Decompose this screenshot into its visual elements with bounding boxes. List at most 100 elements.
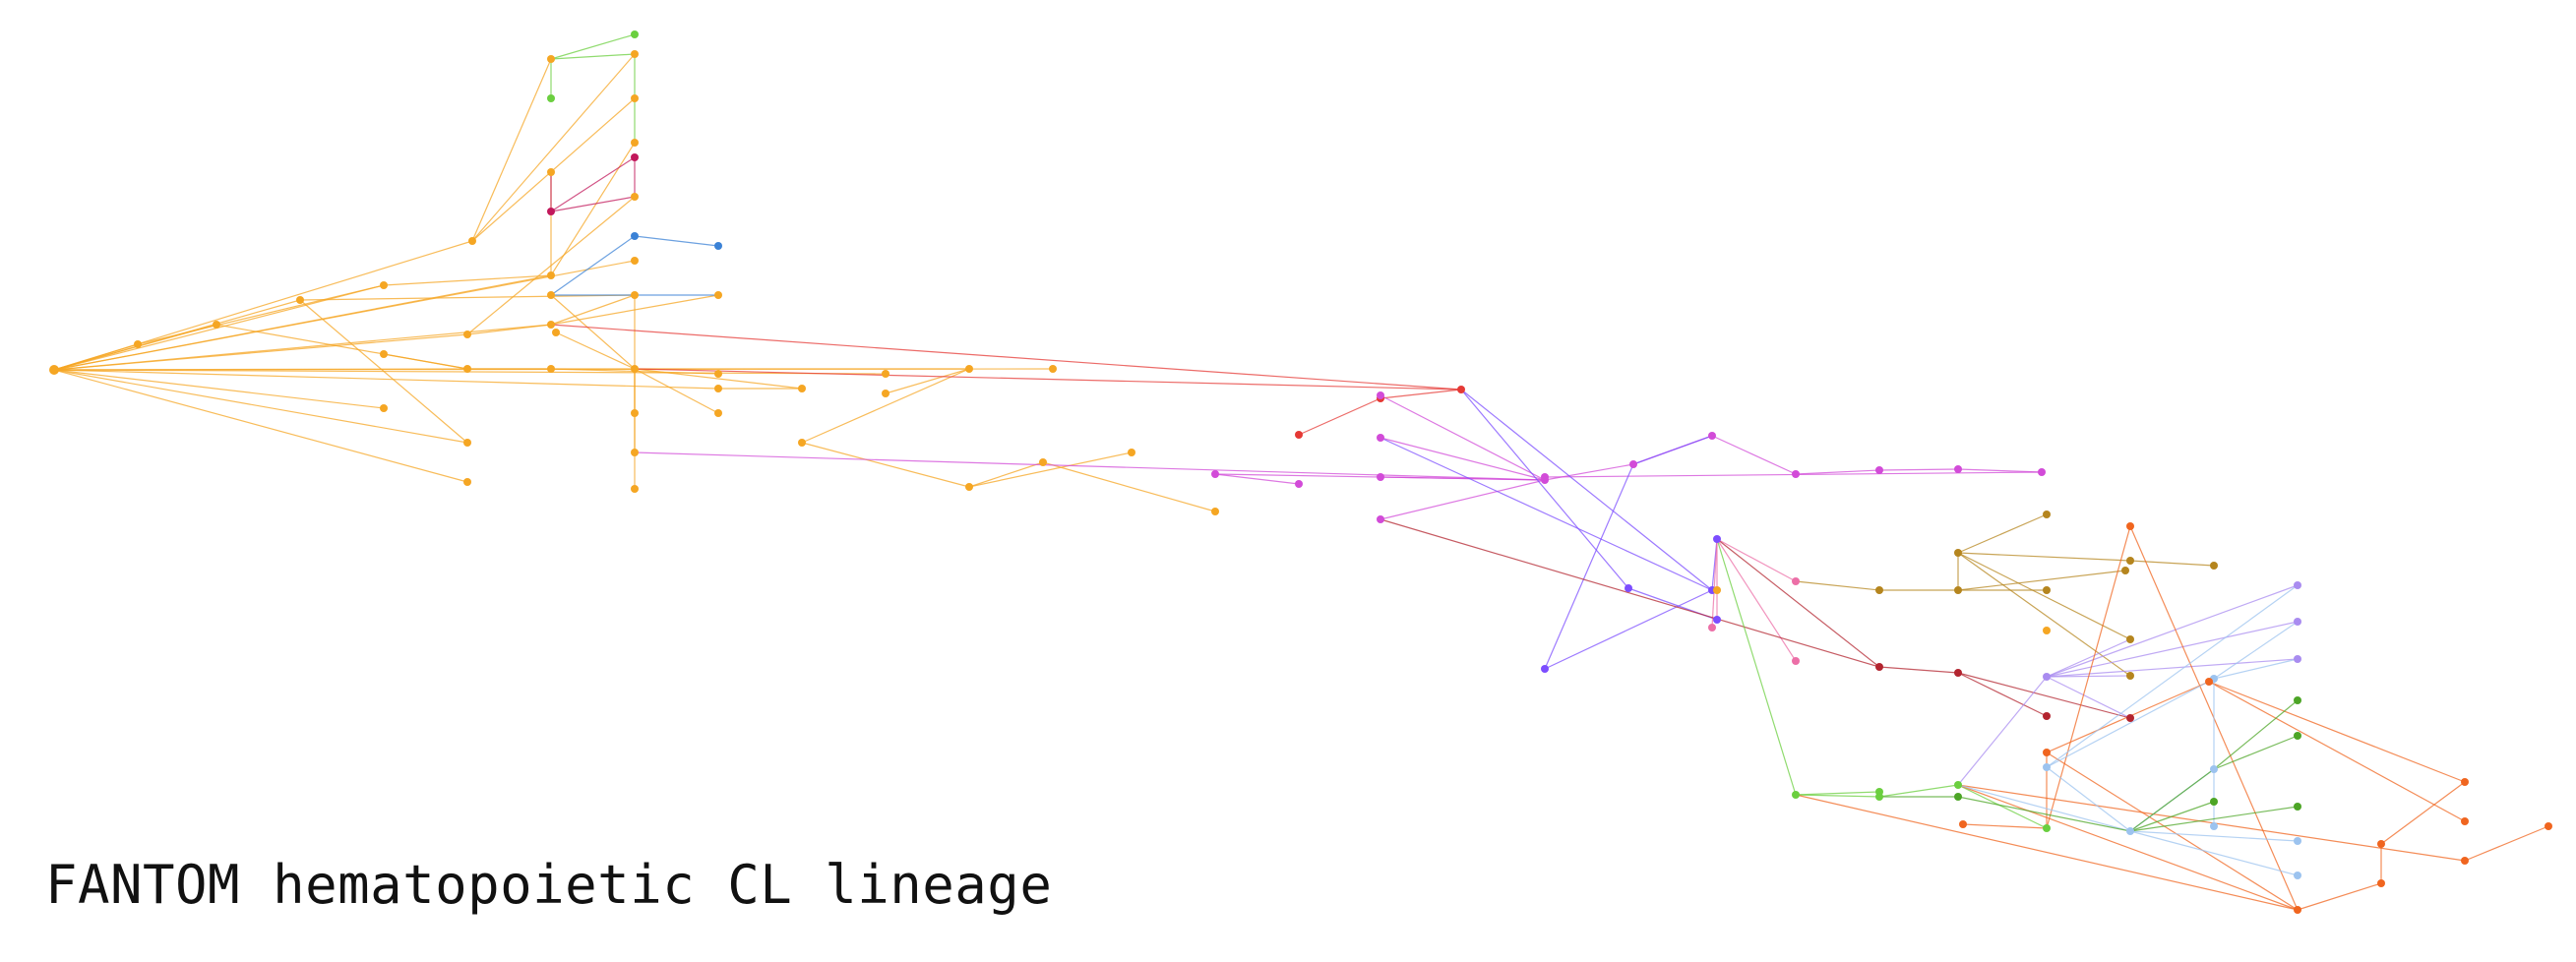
lineage-edge <box>550 53 636 60</box>
lineage-node <box>1295 431 1303 439</box>
lineage-edge <box>550 294 636 326</box>
lineage-node <box>463 365 471 373</box>
lineage-node <box>213 321 220 329</box>
lineage-edge <box>471 53 636 242</box>
lineage-edge <box>2380 781 2466 845</box>
lineage-edge <box>1795 580 1880 591</box>
lineage-edge <box>968 451 1133 488</box>
lineage-node <box>2461 857 2469 865</box>
lineage-node <box>2043 627 2051 634</box>
lineage-edge <box>1544 589 1713 670</box>
lineage-node <box>2043 712 2051 720</box>
lineage-edge <box>1957 676 2048 786</box>
lineage-node <box>1541 473 1549 481</box>
lineage-edge <box>885 368 970 394</box>
lineage-node <box>631 291 639 299</box>
lineage-edge <box>1380 518 1880 668</box>
lineage-edge <box>1957 570 2126 591</box>
lineage-edge <box>137 284 385 345</box>
lineage-edge <box>801 368 970 444</box>
lineage-node <box>2294 872 2301 879</box>
lineage-node <box>463 478 471 486</box>
lineage-node <box>380 350 388 358</box>
lineage-node <box>1713 535 1721 543</box>
lineage-edge <box>2213 699 2299 770</box>
lineage-node <box>2294 581 2301 589</box>
lineage-node <box>547 208 555 215</box>
lineage-edge <box>1380 389 1462 399</box>
lineage-node <box>1792 791 1800 799</box>
lineage-node <box>631 365 639 373</box>
lineage-edge <box>2129 806 2299 832</box>
lineage-edge <box>299 299 468 444</box>
lineage-edge <box>1957 784 2048 829</box>
lineage-edge <box>1716 538 1797 582</box>
lineage-edge <box>2046 676 2131 719</box>
lineage-node <box>1211 470 1219 478</box>
lineage-node <box>463 439 471 447</box>
lineage-node <box>2126 714 2134 722</box>
lineage-node <box>1959 820 1967 828</box>
lineage-node <box>631 449 639 456</box>
lineage-node <box>2294 803 2301 811</box>
lineage-node <box>2126 635 2134 643</box>
lineage-edge <box>383 274 552 286</box>
lineage-edge <box>1957 784 2299 911</box>
lineage-edge <box>2046 621 2299 678</box>
lineage-edge <box>299 294 636 301</box>
lineage-node <box>631 257 639 265</box>
lineage-node <box>2461 817 2469 825</box>
lineage-edge <box>1716 538 1797 662</box>
lineage-edge <box>550 324 1462 391</box>
lineage-edge <box>53 260 636 371</box>
lineage-edge <box>1957 468 2043 473</box>
lineage-edge <box>968 461 1044 488</box>
lineage-edge <box>1957 552 2131 677</box>
lineage-node <box>1792 470 1800 478</box>
lineage-node <box>2294 618 2301 626</box>
lineage-edge <box>53 369 468 444</box>
lineage-edge <box>634 235 719 247</box>
lineage-node <box>714 370 722 378</box>
lineage-node <box>2043 763 2051 771</box>
lineage-node <box>547 291 555 299</box>
lineage-node <box>2043 673 2051 681</box>
lineage-node <box>1128 449 1135 456</box>
lineage-edge <box>1214 473 1300 485</box>
lineage-node <box>965 365 973 373</box>
lineage-edge <box>2208 681 2466 783</box>
lineage-node <box>1625 584 1632 592</box>
lineage-node <box>1457 386 1465 393</box>
lineage-node <box>468 237 476 245</box>
lineage-node <box>2294 655 2301 663</box>
lineage-node <box>2210 765 2218 773</box>
lineage-node <box>631 30 639 38</box>
lineage-edge <box>1716 538 1797 796</box>
lineage-node <box>2121 567 2129 574</box>
lineage-node <box>1377 391 1384 399</box>
lineage-edge <box>1711 435 1797 475</box>
lineage-node <box>1629 460 1637 468</box>
lineage-edge <box>215 324 468 370</box>
lineage-node <box>714 242 722 250</box>
lineage-node <box>463 331 471 338</box>
lineage-edge <box>2046 678 2215 768</box>
lineage-edge <box>1957 784 2466 862</box>
lineage-edge <box>550 156 636 212</box>
lineage-edge <box>1711 538 1718 629</box>
lineage-node <box>2294 906 2301 914</box>
lineage-node <box>1875 466 1883 474</box>
lineage-edge <box>1957 552 2131 640</box>
lineage-node <box>380 404 388 412</box>
lineage-node <box>2210 822 2218 830</box>
lineage-node <box>1792 577 1800 585</box>
lineage-edge <box>2208 681 2466 822</box>
lineage-node <box>882 370 889 378</box>
lineage-node <box>965 483 973 491</box>
lineage-edge <box>2046 525 2131 829</box>
lineage-edge <box>634 368 719 414</box>
lineage-node <box>882 390 889 397</box>
lineage-edge <box>2213 621 2299 680</box>
lineage-edge <box>2046 584 2299 678</box>
lineage-node <box>2377 879 2385 887</box>
